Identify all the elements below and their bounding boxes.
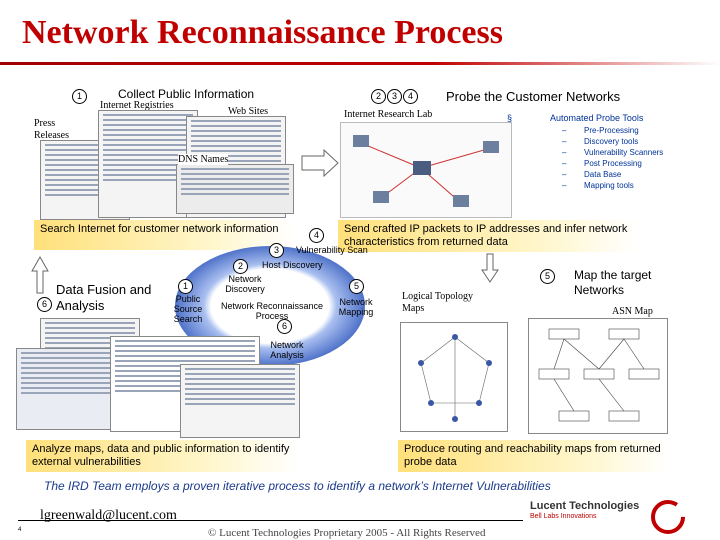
dns-table-screenshot [176, 164, 294, 214]
host-discovery-label: Host Discovery [262, 260, 323, 270]
probe-callout: Send crafted IP packets to IP addresses … [338, 220, 638, 252]
probe-heading: Probe the Customer Networks [446, 89, 621, 104]
contact-email[interactable]: lgreenwald@lucent.com [40, 508, 177, 523]
vulnerability-scan-label: Vulnerability Scan [296, 245, 368, 255]
step-6-badge: 6 [37, 297, 52, 312]
tool-item: – Discovery tools [562, 136, 663, 147]
produce-callout: Produce routing and reachability maps fr… [398, 440, 670, 472]
topology-graph-icon [418, 334, 492, 422]
tool-item: – Data Base [562, 169, 663, 180]
press-releases-label: Press Releases [34, 118, 69, 142]
dns-names-label: DNS Names [178, 154, 229, 165]
tool-item: – Vulnerability Scanners [562, 147, 663, 158]
cycle-center-label: Network Reconnaissance Process [220, 301, 324, 321]
step-6-cycle-badge: 6 [277, 319, 292, 334]
network-mapping-label: Network Mapping [338, 297, 374, 317]
press-text: Press [34, 118, 56, 129]
tool-label-2: Vulnerability Scanners [584, 148, 664, 157]
lab-network-diagram [340, 122, 512, 218]
analyze-callout: Analyze maps, data and public informatio… [26, 440, 298, 472]
dash-0: – [562, 126, 567, 135]
step-3-badge: 3 [387, 89, 402, 104]
topology-map-image [400, 322, 508, 432]
lab-topology-icon [353, 135, 499, 207]
step-4-badge: 4 [403, 89, 418, 104]
lucent-logo: Lucent Technologies Bell Labs Innovation… [530, 500, 650, 534]
dash-5: – [562, 181, 567, 190]
arrow-up-icon [31, 255, 49, 294]
asn-map-image [528, 318, 668, 434]
step-2-badge: 2 [371, 89, 386, 104]
arrow-right-icon [301, 148, 339, 178]
tool-label-1: Discovery tools [584, 137, 639, 146]
tools-bullet: § [507, 113, 513, 123]
summary-text: The IRD Team employs a proven iterative … [44, 479, 551, 493]
asn-graph-icon [538, 328, 660, 422]
public-source-search-label: Public Source Search [173, 294, 203, 324]
step-4-cycle-badge: 4 [309, 228, 324, 243]
copyright-text: © Lucent Technologies Proprietary 2005 -… [208, 527, 486, 539]
step-1-cycle-badge: 1 [178, 279, 193, 294]
tool-label-3: Post Processing [584, 159, 642, 168]
internet-registries-label: Internet Registries [100, 100, 174, 111]
tools-title: Automated Probe Tools [550, 113, 644, 123]
network-discovery-label: Network Discovery [225, 274, 265, 294]
network-analysis-label: Network Analysis [270, 340, 304, 360]
page-number: 4 [18, 527, 22, 533]
analysis-screenshot-2 [16, 348, 116, 430]
step-2-cycle-badge: 2 [233, 259, 248, 274]
tool-item: – Mapping tools [562, 180, 663, 191]
dash-4: – [562, 170, 567, 179]
title-rule [0, 62, 720, 65]
analysis-screenshot-4 [180, 364, 300, 438]
logical-topology-label: Logical Topology Maps [402, 291, 474, 314]
logo-name: Lucent Technologies [530, 500, 640, 512]
dash-2: – [562, 148, 567, 157]
dash-3: – [562, 159, 567, 168]
step-1-badge: 1 [72, 89, 87, 104]
data-fusion-label: Data Fusion and Analysis [56, 282, 152, 313]
web-sites-label: Web Sites [228, 106, 269, 117]
page-title: Network Reconnaissance Process [22, 14, 503, 51]
internet-research-lab-label: Internet Research Lab [344, 109, 433, 120]
tool-label-0: Pre-Processing [584, 126, 639, 135]
search-callout: Search Internet for customer network inf… [34, 220, 296, 250]
tool-label-5: Mapping tools [584, 181, 634, 190]
asn-map-label: ASN Map [612, 306, 653, 317]
releases-text: Releases [34, 130, 69, 141]
footer-rule [18, 520, 523, 521]
tool-item: – Pre-Processing [562, 125, 663, 136]
probe-tools-list: – Pre-Processing – Discovery tools – Vulner… [562, 125, 663, 191]
tool-item: – Post Processing [562, 158, 663, 169]
logo-tagline: Bell Labs Innovations [530, 513, 597, 520]
tool-label-4: Data Base [584, 170, 622, 179]
arrow-down-icon [481, 253, 499, 283]
collect-heading: Collect Public Information [118, 87, 255, 101]
step-5-cycle-badge: 5 [349, 279, 364, 294]
dash-1: – [562, 137, 567, 146]
step-5-badge: 5 [540, 269, 555, 284]
lucent-ring-icon [651, 500, 685, 534]
step-3-cycle-badge: 3 [269, 243, 284, 258]
map-networks-label: Map the target Networks [574, 268, 652, 297]
